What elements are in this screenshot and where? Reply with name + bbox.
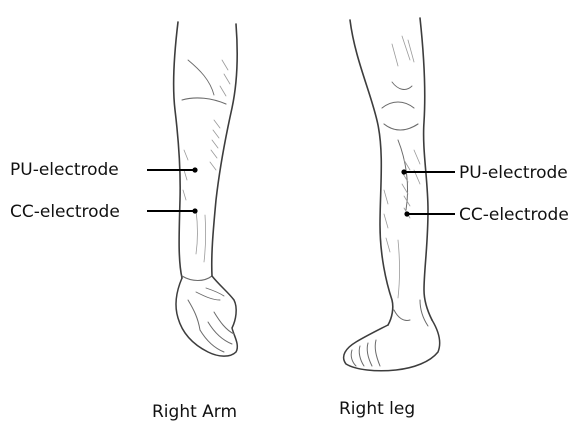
leg-pu-electrode-label: PU-electrode — [459, 163, 568, 183]
leg-cc-electrode-label: CC-electrode — [459, 205, 569, 225]
leg-caption: Right leg — [339, 399, 415, 419]
right-leg-drawing — [344, 18, 440, 371]
arm-caption: Right Arm — [152, 402, 237, 422]
arm-pu-electrode-label: PU-electrode — [10, 160, 119, 180]
arm-cc-electrode-dot — [192, 208, 197, 213]
arm-pu-electrode-dot — [192, 167, 197, 172]
right-arm-drawing — [174, 22, 238, 356]
arm-cc-electrode-label: CC-electrode — [10, 202, 120, 222]
